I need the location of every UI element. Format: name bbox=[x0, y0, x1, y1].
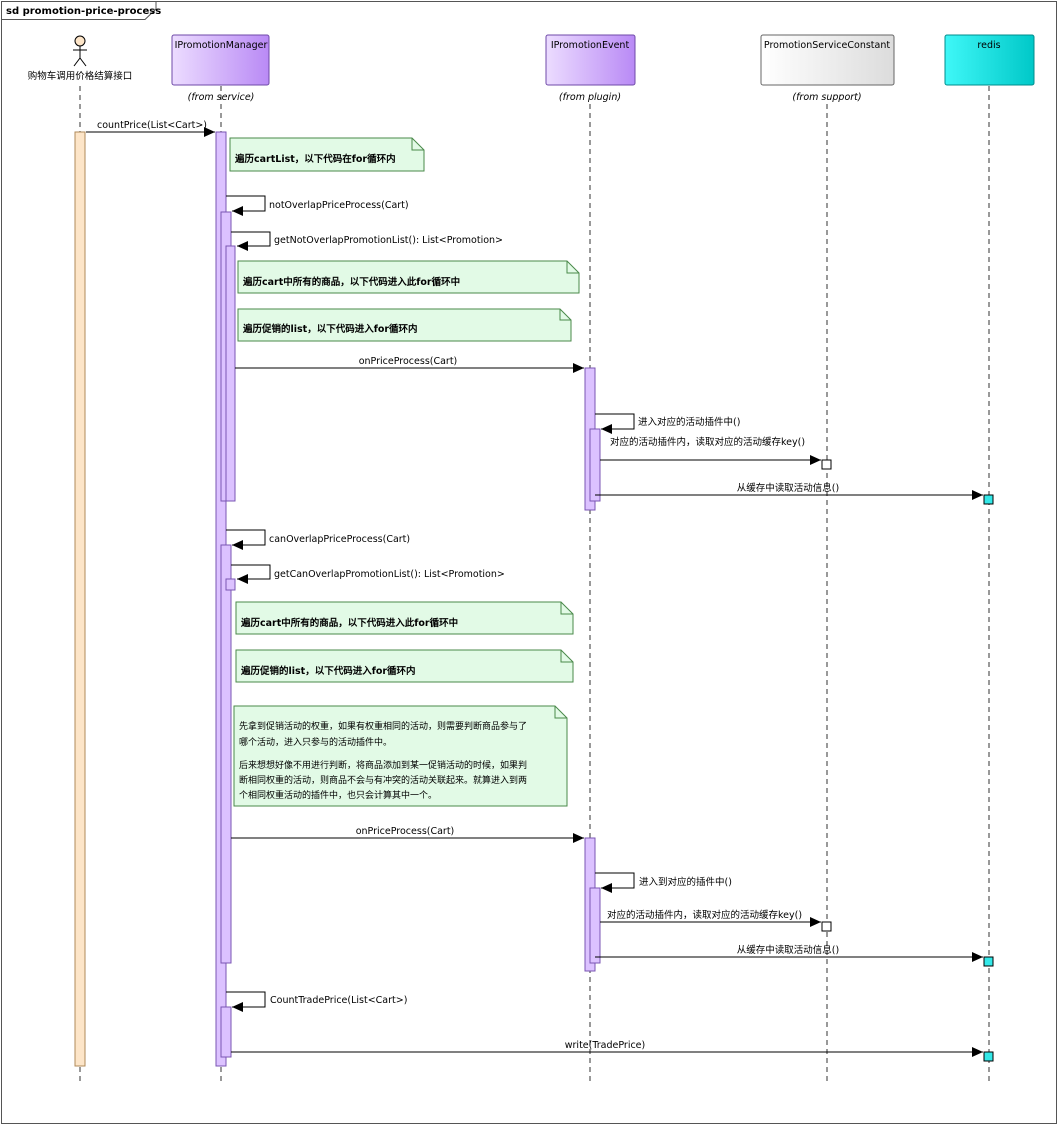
label-cache-key-2: 对应的活动插件内，读取对应的活动缓存key() bbox=[607, 909, 802, 921]
label-read-cache-1: 从缓存中读取活动信息() bbox=[737, 482, 839, 494]
message-not-overlap bbox=[226, 195, 266, 216]
activation-manager-count-trade bbox=[220, 1006, 232, 1058]
note-cart-items-loop-2: 遍历cart中所有的商品，以下代码进入此for循环中 bbox=[235, 601, 574, 635]
label-enter-plugin-2: 进入到对应的插件中() bbox=[639, 876, 732, 888]
message-labels: countPrice(List<Cart>) notOverlapPricePr… bbox=[97, 120, 839, 1051]
label-get-can-overlap: getCanOverlapPromotionList(): List<Promo… bbox=[274, 569, 505, 580]
note-weight-line-2: 哪个活动，进入只参与的活动插件中。 bbox=[239, 736, 392, 748]
messages bbox=[86, 127, 983, 1057]
note-weight-line-1: 先拿到促销活动的权重，如果有权重相同的活动，则需要判断商品参与了 bbox=[239, 720, 527, 732]
note-cart-items-loop-2-text: 遍历cart中所有的商品，以下代码进入此for循环中 bbox=[240, 617, 458, 629]
frame-title-tab bbox=[1, 1, 157, 20]
label-not-overlap: notOverlapPriceProcess(Cart) bbox=[269, 200, 409, 211]
activation-redis-2 bbox=[983, 956, 994, 967]
actor-label: 购物车调用价格结算接口 bbox=[28, 70, 133, 82]
activation-constant-1 bbox=[821, 459, 832, 470]
note-promotion-list-loop-1-text: 遍历促销的list，以下代码进入for循环内 bbox=[242, 323, 418, 335]
note-cartlist-loop: 遍历cartList，以下代码在for循环内 bbox=[229, 137, 425, 172]
participant-redis-name: redis bbox=[977, 40, 1000, 51]
note-cart-items-loop-1: 遍历cart中所有的商品，以下代码进入此for循环中 bbox=[237, 260, 580, 294]
label-cache-key-1: 对应的活动插件内，读取对应的活动缓存key() bbox=[610, 436, 805, 448]
label-on-price-1: onPriceProcess(Cart) bbox=[359, 356, 458, 367]
note-weight-line-5: 个相同权重活动的插件中，也只会计算其中一个。 bbox=[239, 789, 437, 801]
message-enter-plugin-2 bbox=[595, 872, 635, 893]
participant-event-name: IPromotionEvent bbox=[551, 40, 630, 51]
participant-constant: PromotionServiceConstant (from support) bbox=[760, 34, 895, 103]
participant-manager-name: IPromotionManager bbox=[175, 40, 268, 51]
label-read-cache-2: 从缓存中读取活动信息() bbox=[737, 944, 839, 956]
label-enter-plugin-1: 进入对应的活动插件中() bbox=[638, 416, 740, 428]
message-get-not-overlap bbox=[231, 231, 271, 251]
label-count-trade: CountTradePrice(List<Cart>) bbox=[270, 995, 407, 1006]
actor-figure bbox=[73, 35, 87, 67]
note-cartlist-loop-text: 遍历cartList，以下代码在for循环内 bbox=[234, 153, 396, 165]
note-weight-explanation: 先拿到促销活动的权重，如果有权重相同的活动，则需要判断商品参与了 哪个活动，进入… bbox=[233, 705, 568, 807]
label-get-not-overlap: getNotOverlapPromotionList(): List<Promo… bbox=[274, 235, 503, 246]
participant-constant-name: PromotionServiceConstant bbox=[764, 40, 890, 51]
activation-actor bbox=[74, 131, 86, 1067]
activation-event-plugin-1 bbox=[589, 428, 601, 502]
label-on-price-2: onPriceProcess(Cart) bbox=[356, 826, 455, 837]
label-can-overlap: canOverlapPriceProcess(Cart) bbox=[269, 534, 410, 545]
activation-manager-get-list-1 bbox=[225, 245, 236, 502]
note-weight-line-3: 后来想想好像不用进行判断，将商品添加到某一促销活动的时候，如果判 bbox=[239, 759, 527, 771]
frame-title: sd promotion-price-process bbox=[6, 6, 161, 17]
participant-redis: redis bbox=[944, 34, 1035, 86]
label-count-price: countPrice(List<Cart>) bbox=[97, 120, 207, 131]
note-weight-line-4: 断相同权重的活动，则商品不会与有冲突的活动关联起来。就算进入到两 bbox=[239, 774, 527, 786]
message-enter-plugin-1 bbox=[595, 413, 635, 434]
activations bbox=[74, 131, 994, 1067]
activation-manager-can-overlap bbox=[220, 544, 232, 964]
note-promotion-list-loop-2-text: 遍历促销的list，以下代码进入for循环内 bbox=[240, 665, 416, 677]
activation-event-plugin-2 bbox=[589, 887, 601, 964]
note-promotion-list-loop-1: 遍历促销的list，以下代码进入for循环内 bbox=[237, 308, 572, 342]
label-write: write(TradePrice) bbox=[565, 1040, 645, 1051]
activation-redis-3 bbox=[983, 1051, 994, 1062]
message-get-can-overlap bbox=[231, 564, 271, 584]
message-count-trade bbox=[226, 991, 266, 1012]
activation-constant-2 bbox=[821, 921, 832, 932]
note-cart-items-loop-1-text: 遍历cart中所有的商品，以下代码进入此for循环中 bbox=[242, 276, 460, 288]
note-promotion-list-loop-2: 遍历促销的list，以下代码进入for循环内 bbox=[235, 649, 574, 683]
notes: 遍历cartList，以下代码在for循环内 遍历cart中所有的商品，以下代码… bbox=[229, 137, 580, 807]
participant-event-from: (from plugin) bbox=[559, 92, 621, 103]
participant-event: IPromotionEvent (from plugin) bbox=[545, 34, 636, 103]
activation-manager-get-list-2 bbox=[225, 578, 236, 591]
message-can-overlap bbox=[226, 529, 266, 550]
activation-redis-1 bbox=[983, 494, 994, 505]
participant-constant-from: (from support) bbox=[792, 92, 861, 103]
